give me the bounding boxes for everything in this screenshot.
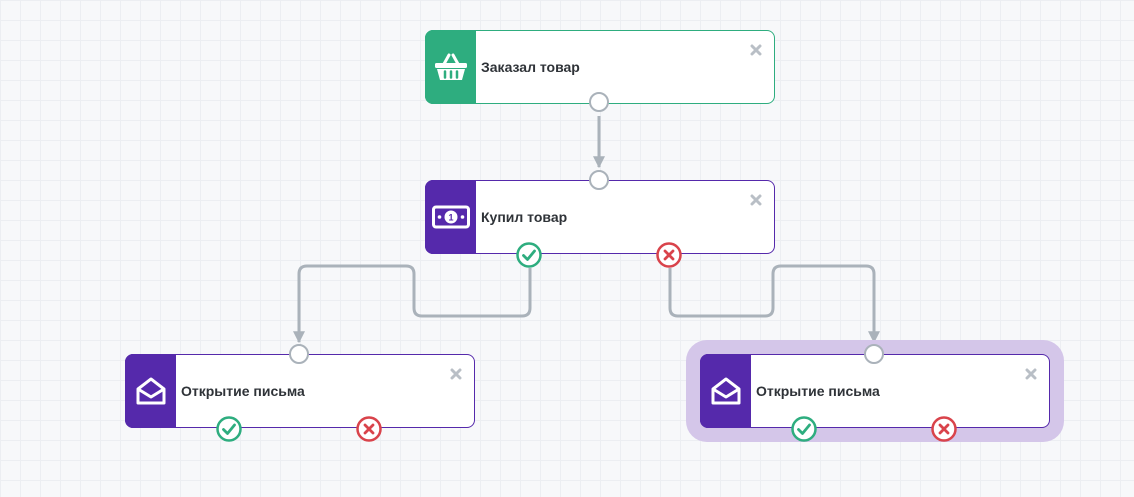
no-branch-port[interactable] <box>656 242 682 268</box>
node-title: Купил товар <box>481 209 568 225</box>
banknote-icon: 1 <box>425 180 476 254</box>
node-title: Открытие письма <box>181 383 305 399</box>
workflow-node-ordered-product[interactable]: Заказал товар <box>425 30 775 112</box>
svg-text:1: 1 <box>448 213 453 223</box>
no-branch-port[interactable] <box>356 416 382 442</box>
input-port[interactable] <box>864 344 884 364</box>
output-port[interactable] <box>589 92 609 112</box>
basket-icon <box>425 30 476 104</box>
connector-bought-no-to-open-right[interactable] <box>668 264 880 344</box>
yes-branch-port[interactable] <box>216 416 242 442</box>
close-icon[interactable] <box>750 43 762 56</box>
workflow-node-bought-product[interactable]: 1 Купил товар <box>425 170 775 268</box>
workflow-node-email-open-right[interactable]: Открытие письма <box>700 344 1050 442</box>
yes-branch-port[interactable] <box>791 416 817 442</box>
close-icon[interactable] <box>750 193 762 206</box>
no-branch-port[interactable] <box>931 416 957 442</box>
input-port[interactable] <box>289 344 309 364</box>
workflow-node-email-open-left[interactable]: Открытие письма <box>125 344 475 442</box>
close-icon[interactable] <box>1025 367 1037 380</box>
open-envelope-icon <box>125 354 176 428</box>
node-title: Заказал товар <box>481 59 580 75</box>
input-port[interactable] <box>589 170 609 190</box>
open-envelope-icon <box>700 354 751 428</box>
close-icon[interactable] <box>450 367 462 380</box>
node-title: Открытие письма <box>756 383 880 399</box>
yes-branch-port[interactable] <box>516 242 542 268</box>
connector-bought-yes-to-open-left[interactable] <box>293 264 532 344</box>
